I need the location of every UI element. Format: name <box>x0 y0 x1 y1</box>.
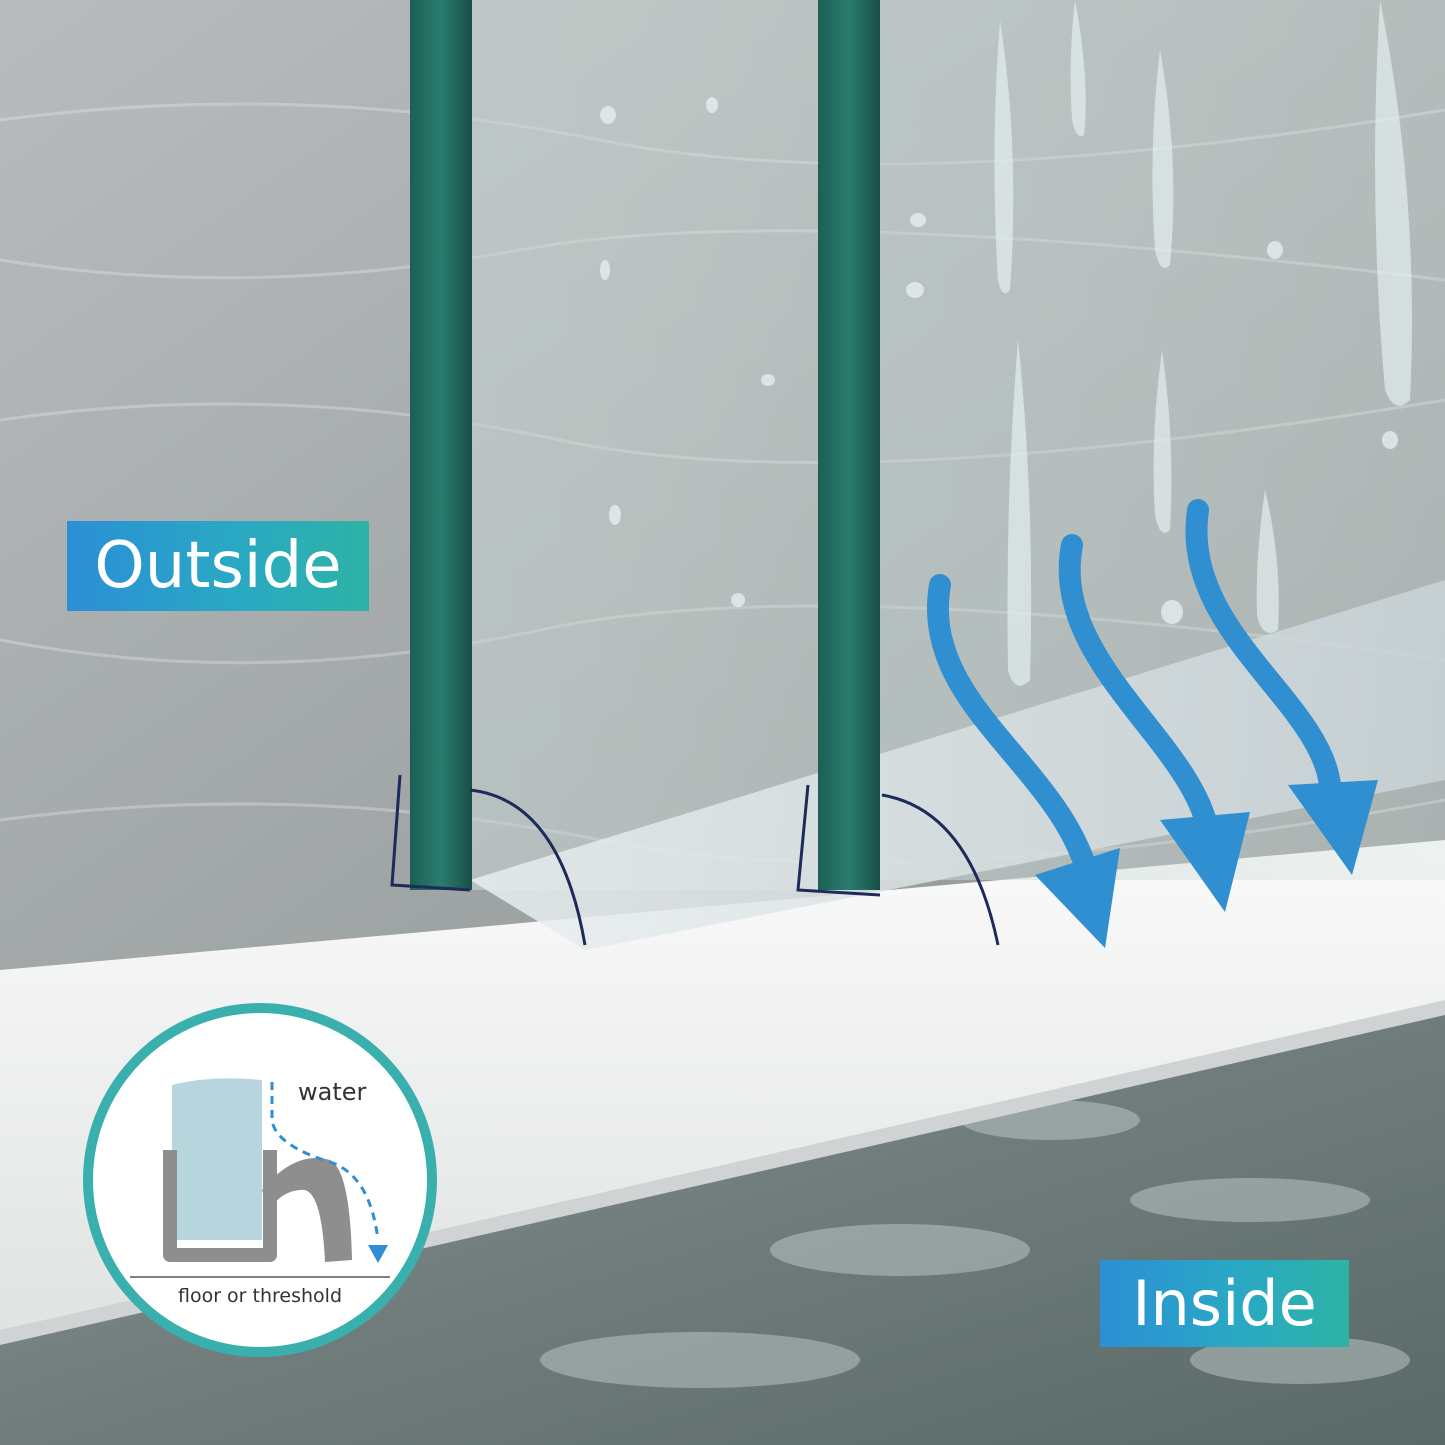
seal-profile-front <box>390 774 587 946</box>
water-label: water <box>298 1078 367 1106</box>
dashed-arrow-icon <box>270 1082 380 1241</box>
curved-down-arrow-icon <box>927 574 1120 948</box>
curved-down-arrow-icon <box>1185 499 1378 875</box>
water-streaks <box>994 0 1412 686</box>
dashed-arrow-head <box>368 1245 388 1263</box>
glass-edge-back <box>818 0 880 890</box>
glass-pane-front <box>470 0 820 890</box>
curved-down-arrow-icon <box>1058 534 1250 912</box>
seal-strip <box>470 580 1445 950</box>
water-drops <box>600 97 1398 624</box>
seal-profile-back <box>796 784 1000 946</box>
floor-label: floor or threshold <box>178 1285 342 1307</box>
glass-edge-front <box>410 0 472 890</box>
inside-label: Inside <box>1100 1260 1349 1347</box>
outside-label: Outside <box>67 521 369 611</box>
wet-floor <box>0 1010 1445 1445</box>
seal-cross-section-diagram: water floor or threshold <box>83 1003 437 1357</box>
